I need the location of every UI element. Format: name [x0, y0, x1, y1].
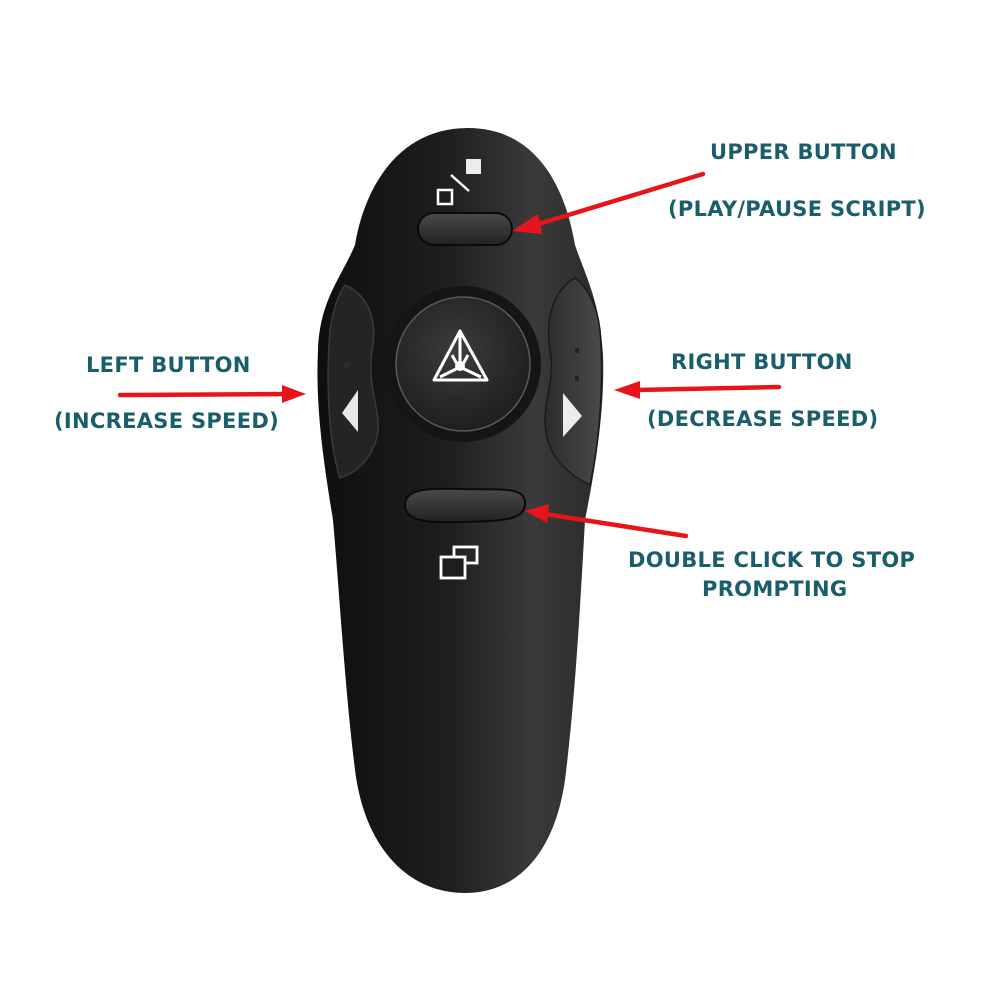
upper-button-title: UPPER BUTTON: [710, 140, 897, 164]
upper-play-pause-button[interactable]: [417, 159, 513, 246]
window-switch-icon: [439, 545, 479, 580]
arrow-left: [117, 385, 306, 403]
play-pause-icon: [436, 159, 481, 206]
lower-stop-button[interactable]: [403, 487, 527, 580]
right-triangle-icon: [563, 393, 582, 437]
left-button[interactable]: [327, 284, 379, 479]
arrow-right: [614, 381, 782, 399]
left-button-title: LEFT BUTTON: [86, 353, 251, 377]
right-button-description: (DECREASE SPEED): [647, 407, 879, 431]
arrow-lower: [525, 504, 689, 539]
center-laser-button[interactable]: [385, 286, 541, 442]
lower-button-line2: PROMPTING: [702, 577, 848, 601]
upper-button-description: (PLAY/PAUSE SCRIPT): [668, 197, 926, 221]
right-button-title: RIGHT BUTTON: [671, 350, 853, 374]
left-button-description: (INCREASE SPEED): [54, 409, 279, 433]
left-triangle-icon: [342, 390, 358, 432]
arrow-upper: [512, 171, 706, 234]
laser-triangle-icon: [432, 329, 489, 382]
lower-button-line1: DOUBLE CLICK TO STOP: [628, 548, 916, 572]
right-button[interactable]: [544, 277, 603, 487]
